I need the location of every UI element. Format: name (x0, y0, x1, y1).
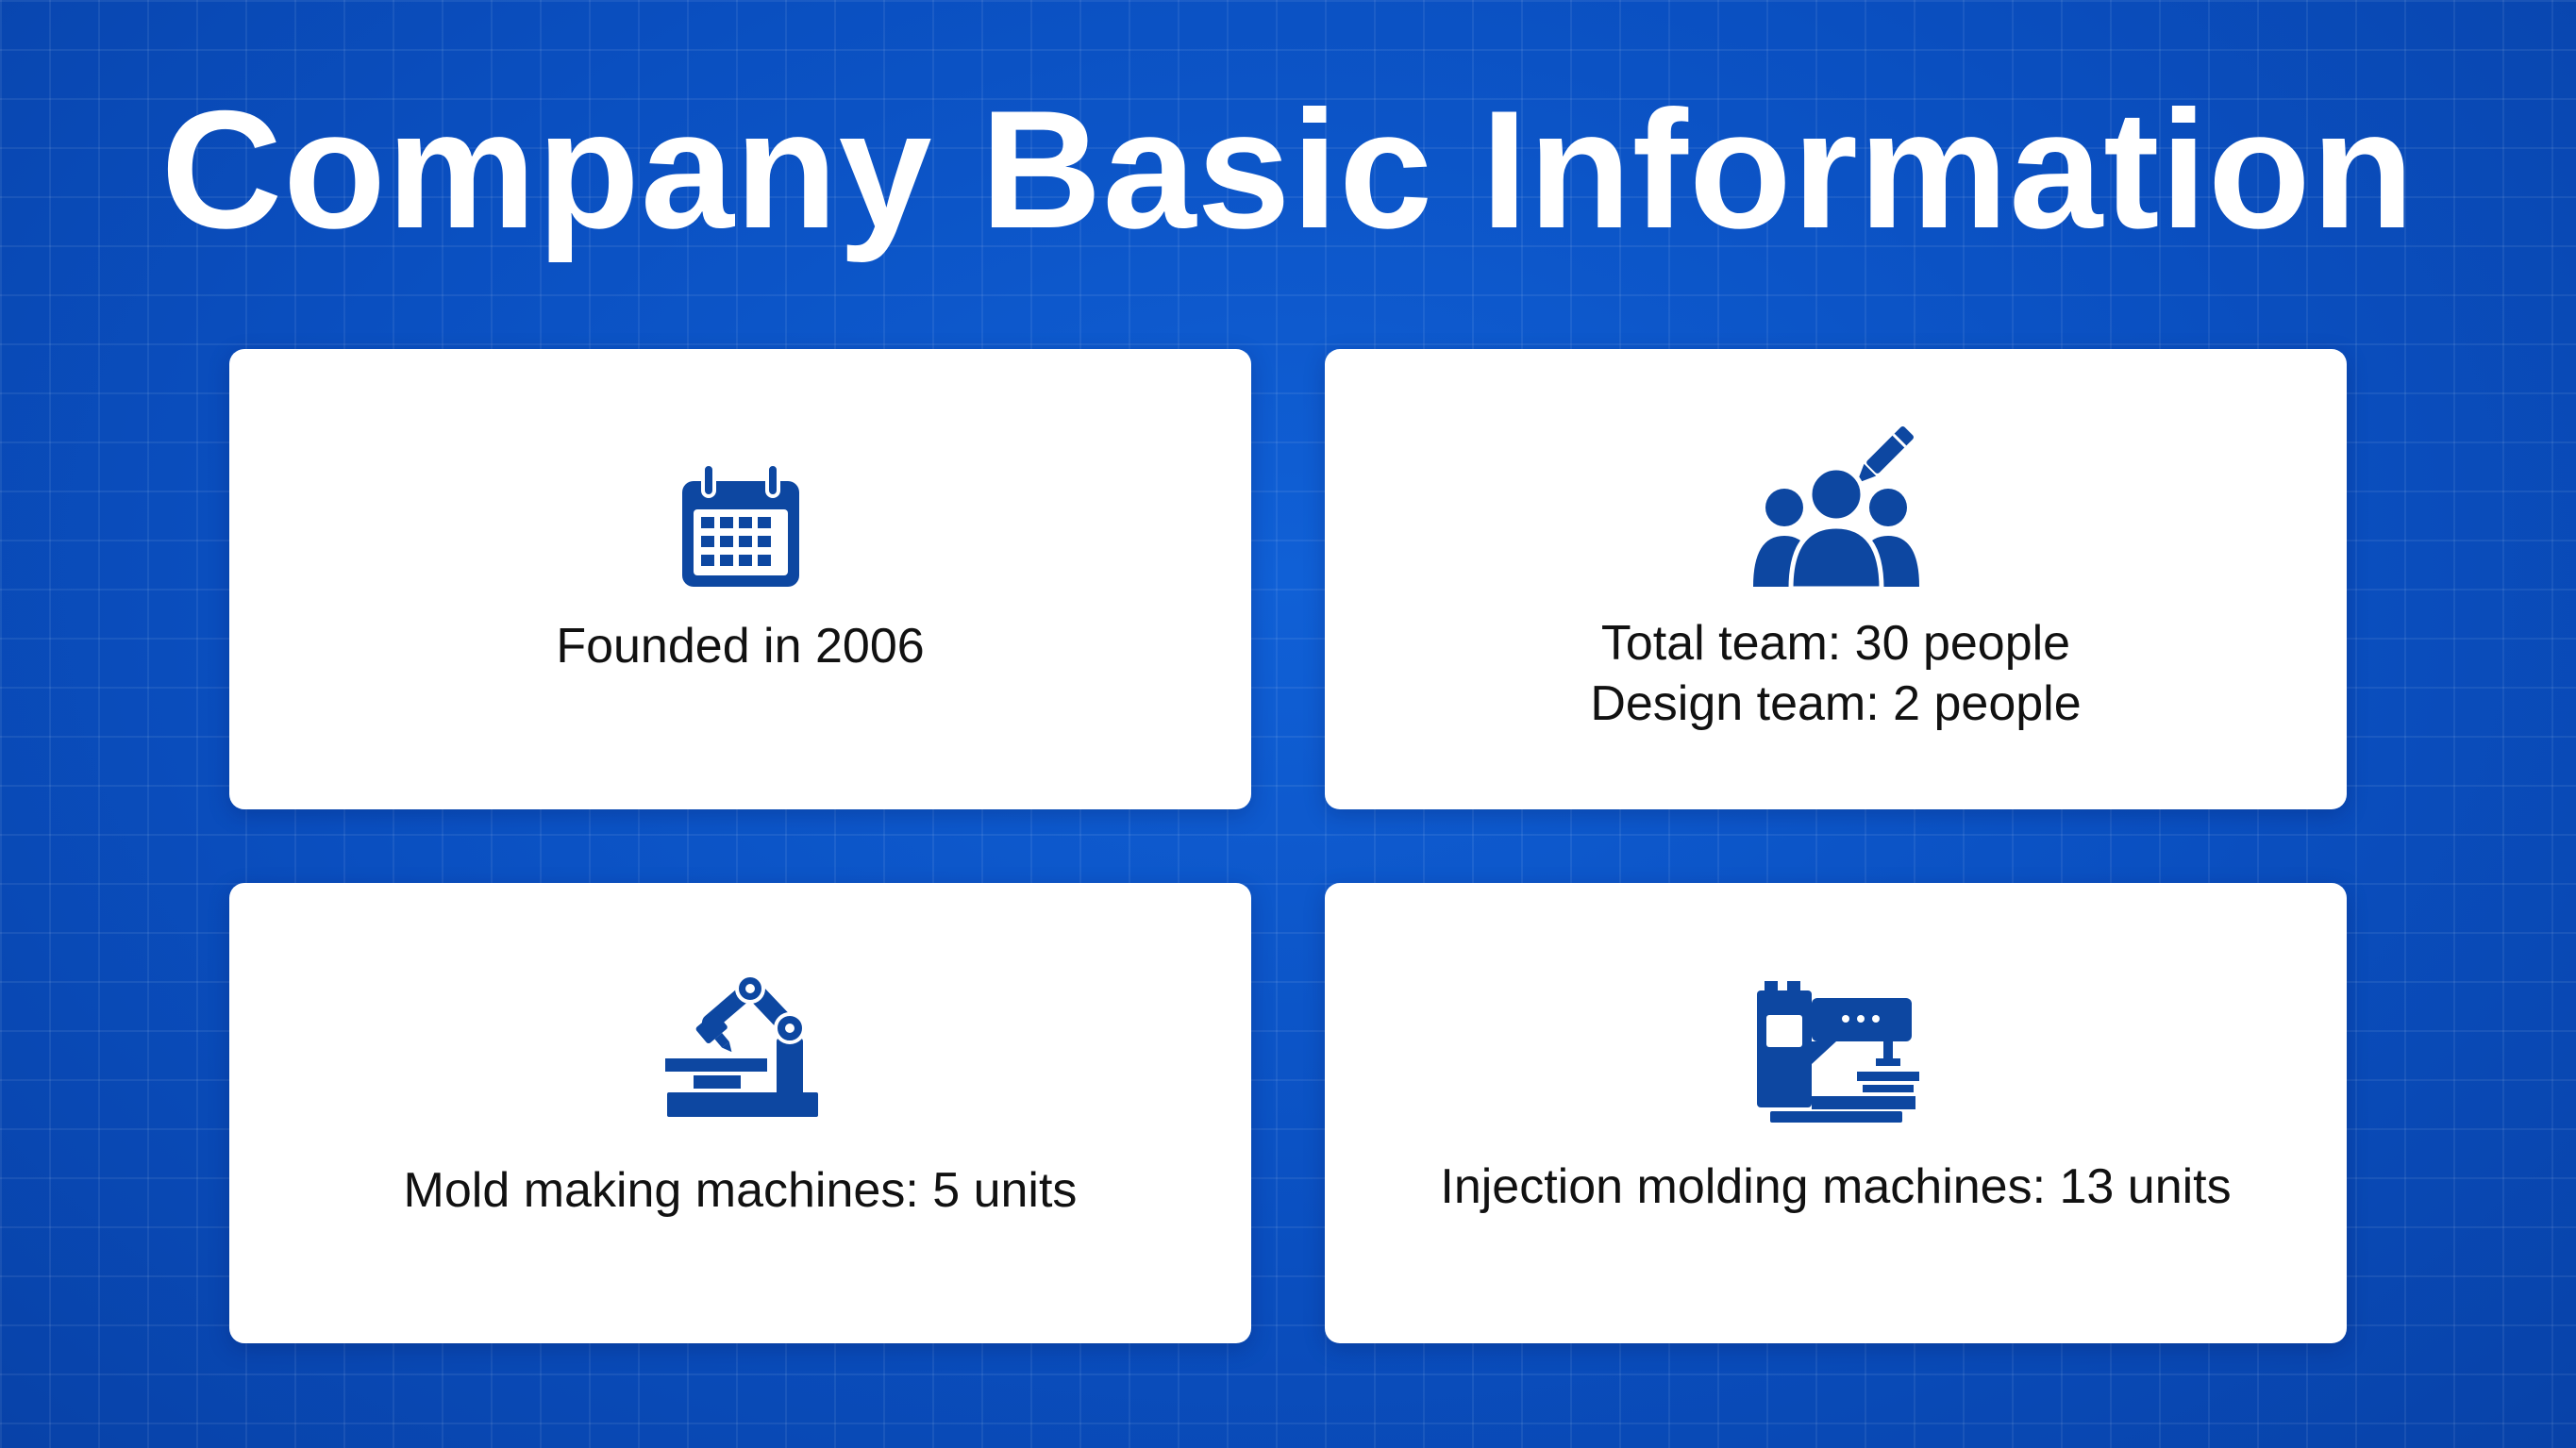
calendar-icon (681, 462, 799, 587)
robotic-arm-machine-icon (664, 974, 818, 1117)
card-line: Total team: 30 people (1600, 616, 2071, 671)
mold-machines-text: Mold making machines: 5 units (229, 1160, 1251, 1221)
card-line: Mold making machines: 5 units (403, 1163, 1078, 1218)
mold-machines-card: Mold making machines: 5 units (229, 883, 1251, 1343)
injection-machines-card: Injection molding machines: 13 units (1325, 883, 2347, 1343)
founded-card: Founded in 2006 (229, 349, 1251, 809)
card-line: Injection molding machines: 13 units (1440, 1159, 2232, 1214)
card-line: Design team: 2 people (1590, 676, 2082, 731)
team-with-pencil-icon (1752, 426, 1919, 591)
injection-machines-text: Injection molding machines: 13 units (1325, 1157, 2347, 1217)
injection-molding-machine-icon (1756, 981, 1919, 1123)
founded-text: Founded in 2006 (229, 616, 1251, 676)
page-title: Company Basic Information (160, 75, 2416, 263)
team-text: Total team: 30 people Design team: 2 peo… (1325, 613, 2347, 734)
card-line: Founded in 2006 (556, 619, 925, 674)
team-card: Total team: 30 people Design team: 2 peo… (1325, 349, 2347, 809)
